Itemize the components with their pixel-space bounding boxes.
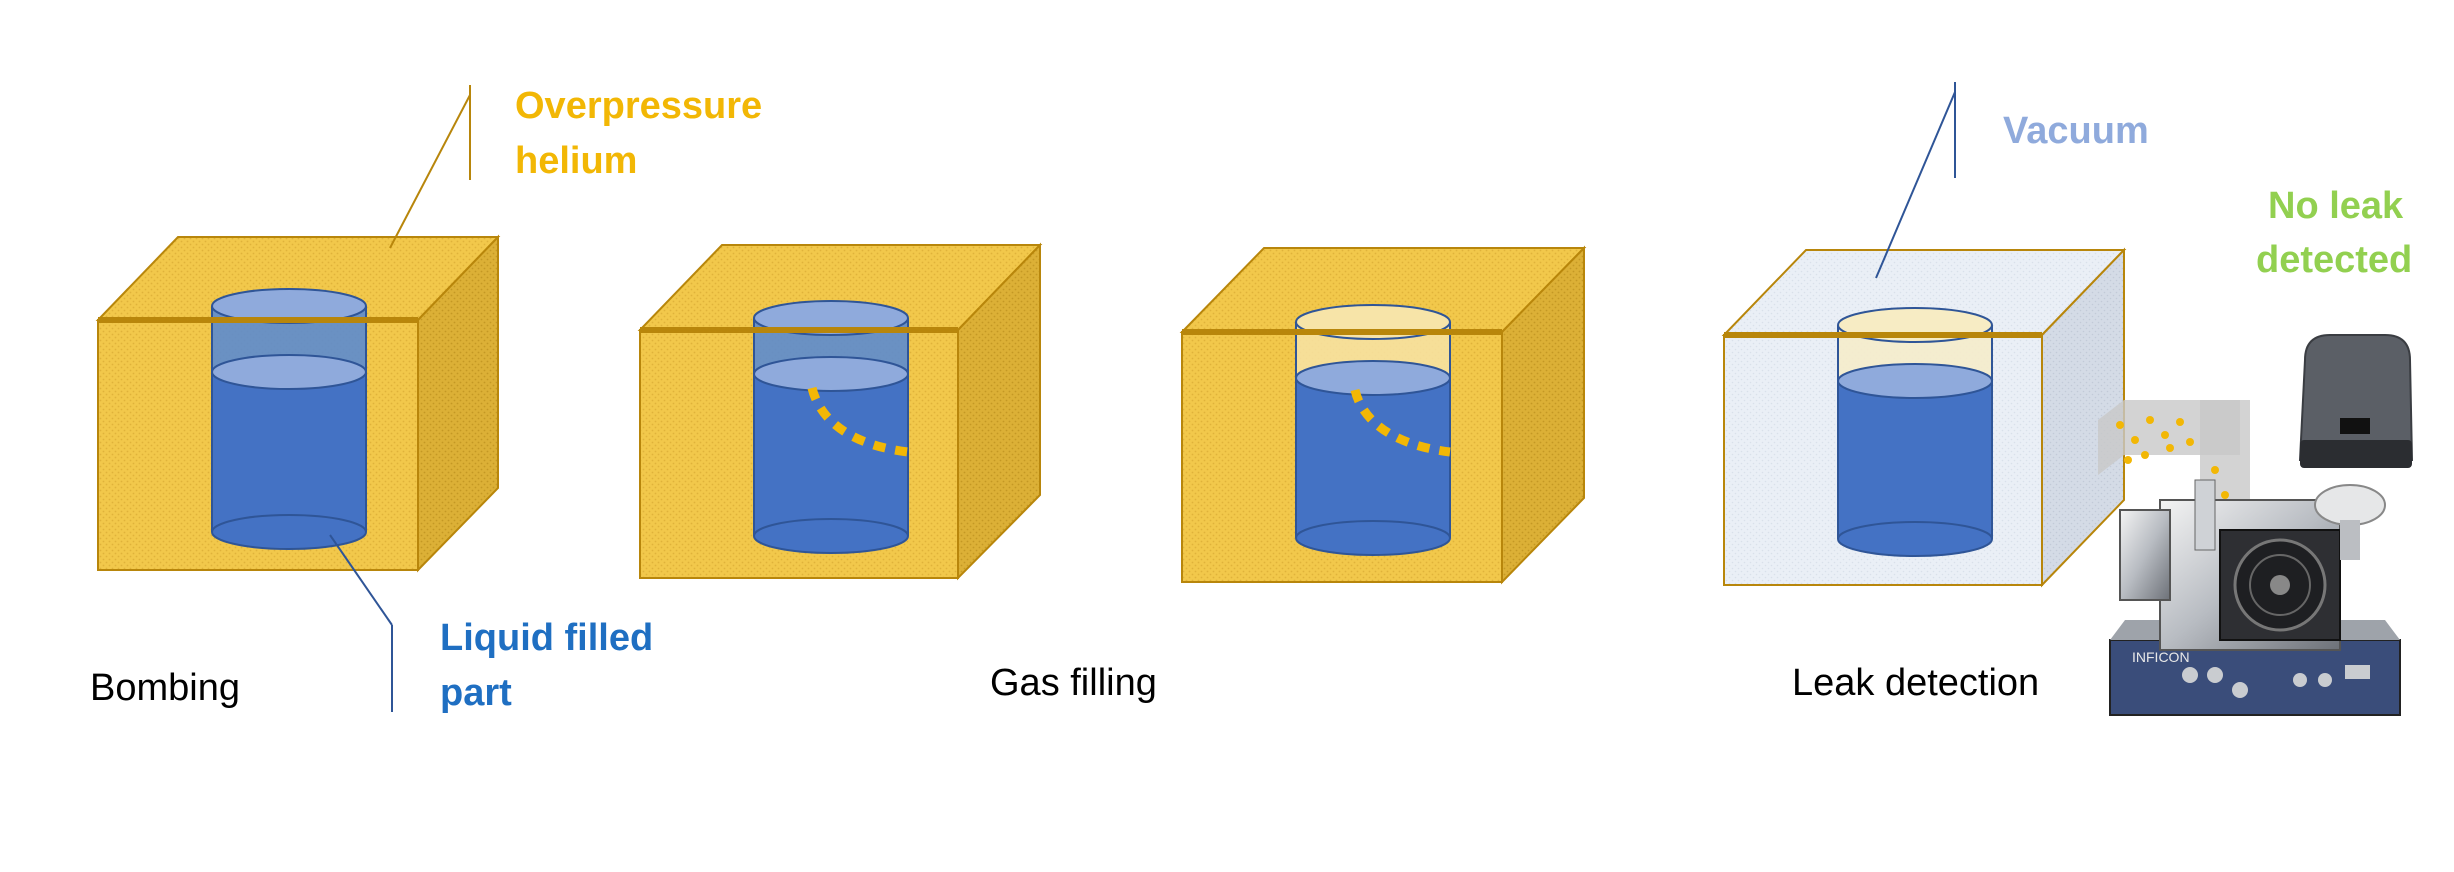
- no-leak-callout: No leak detected: [2256, 185, 2412, 281]
- no-leak-label-line2: detected: [2256, 239, 2412, 281]
- overpressure-label-line1: Overpressure: [515, 85, 762, 127]
- stage-label-leak-detection: Leak detection: [1792, 662, 2039, 704]
- vacuum-chamber: [1721, 247, 2127, 588]
- gas-filling-chamber-1: [637, 242, 1043, 581]
- liquid-filled-part: [211, 288, 367, 550]
- liquid-filled-part: [1837, 307, 1993, 557]
- liquid-label-line1: Liquid filled: [440, 617, 653, 659]
- display-unit: [2298, 334, 2414, 468]
- liquid-filled-part: [1295, 304, 1451, 556]
- liquid-label-line2: part: [440, 672, 512, 714]
- gas-filling-chamber-2: [1179, 245, 1587, 585]
- liquid-callout: Liquid filled part: [329, 534, 653, 714]
- vacuum-callout: Vacuum: [1875, 82, 2149, 279]
- bombing-chamber: [95, 234, 501, 573]
- leak-detector-device: INFICON: [2109, 479, 2401, 716]
- stage-label-bombing: Bombing: [90, 667, 240, 709]
- device-brand: INFICON: [2132, 649, 2190, 665]
- stage-label-gas-filling: Gas filling: [990, 662, 1157, 704]
- overpressure-label-line2: helium: [515, 140, 637, 182]
- no-leak-label-line1: No leak: [2268, 185, 2404, 227]
- helium-leak-path: [1350, 388, 1451, 457]
- liquid-filled-part: [753, 300, 909, 554]
- vacuum-label: Vacuum: [2003, 110, 2149, 152]
- overpressure-callout: Overpressure helium: [389, 85, 762, 249]
- helium-leak-path: [807, 386, 909, 457]
